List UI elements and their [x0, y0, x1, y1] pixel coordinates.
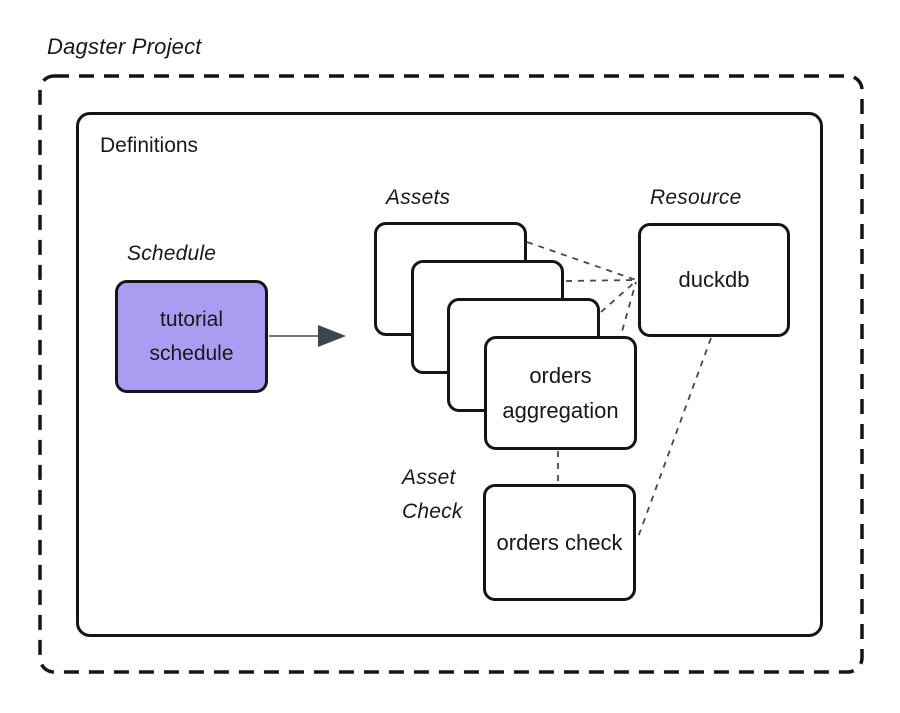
asset-check-group-label: Asset Check	[402, 466, 463, 523]
schedule-group-label: Schedule	[127, 242, 217, 265]
definitions-container	[76, 112, 823, 637]
diagram-title: Dagster Project	[47, 34, 202, 59]
asset-node-label: orders aggregation	[502, 363, 619, 423]
resource-node-label: duckdb	[678, 267, 750, 292]
connector-asset1-duckdb	[526, 241, 637, 281]
assets-group-label: Assets	[386, 186, 451, 209]
schedule-node-tutorial-schedule: tutorial schedule	[115, 280, 268, 393]
resource-node-duckdb: duckdb	[638, 223, 790, 337]
project-boundary-dashed-border	[38, 74, 864, 674]
connector-orders-aggregation-duckdb	[618, 281, 637, 343]
asset-check-node-orders-check: orders check	[483, 484, 636, 601]
asset-check-node-label: orders check	[496, 530, 623, 555]
schedule-arrow-head-icon	[318, 325, 346, 347]
asset-node-orders-aggregation: orders aggregation	[484, 336, 637, 450]
resource-group-label: Resource	[650, 186, 742, 209]
connector-asset3-duckdb	[600, 280, 637, 313]
schedule-node-label: tutorial schedule	[149, 307, 234, 365]
definitions-label: Definitions	[100, 134, 199, 157]
